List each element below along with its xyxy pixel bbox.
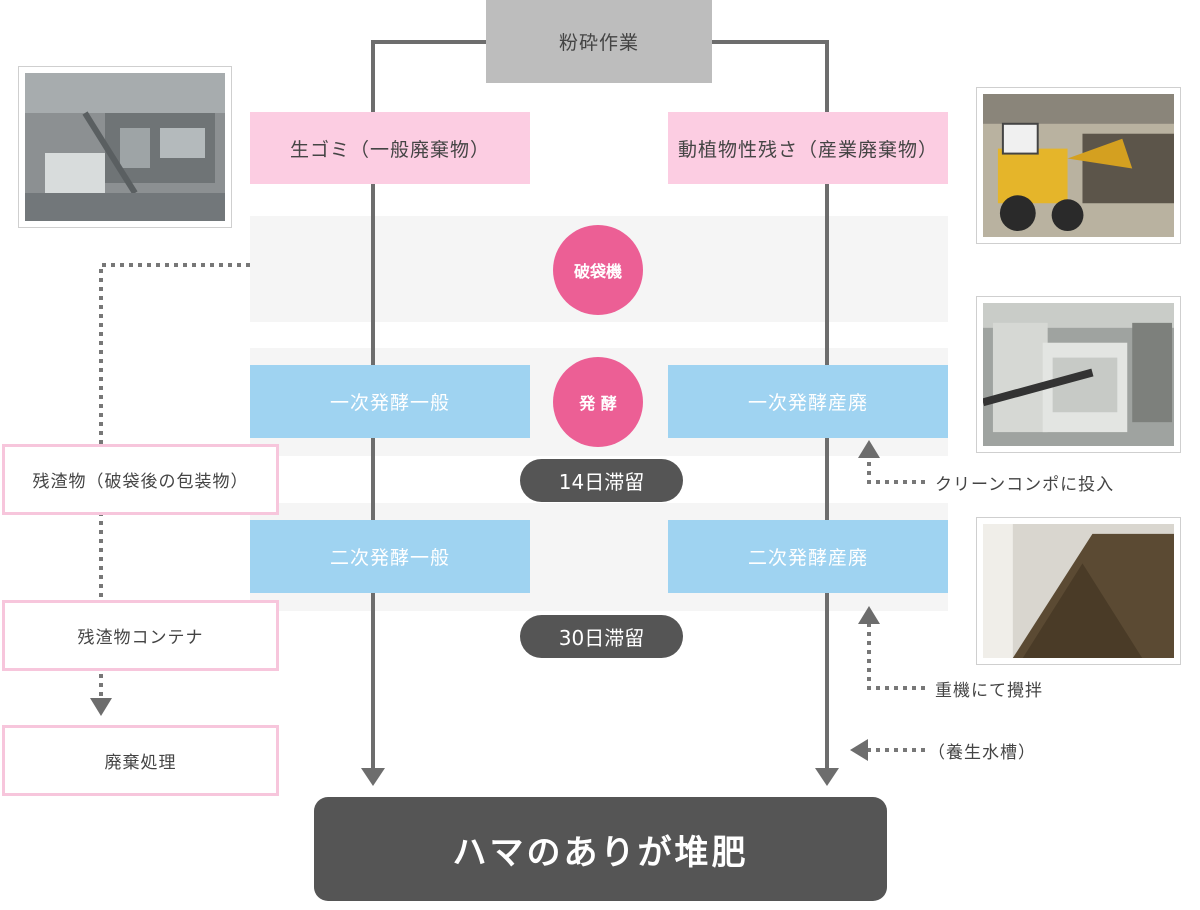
clean-compo-dotted-line [867, 456, 925, 484]
stay-30-days-pill: 30日滞留 [520, 615, 683, 658]
final-compost-box: ハマのありが堆肥 [314, 797, 887, 901]
source-industrial-waste-box: 動植物性残さ（産業廃棄物） [668, 112, 948, 184]
heavy-machine-arrow [858, 606, 880, 624]
curing-tank-arrow [850, 739, 868, 761]
clean-compo-note: クリーンコンポに投入 [935, 475, 1115, 495]
clean-compo-arrow [858, 440, 880, 458]
bag-breaker-circle: 破袋機 [553, 225, 643, 315]
heavy-machine-dotted-line [867, 622, 925, 690]
fermentation-circle: 発 酵 [553, 357, 643, 447]
curing-tank-note: （養生水槽） [928, 743, 1036, 763]
wheel-loader-photo [976, 87, 1181, 244]
secondary-industrial-box: 二次発酵産廃 [668, 520, 948, 593]
secondary-general-box: 二次発酵一般 [250, 520, 530, 593]
fermentation-silo-photo [976, 296, 1181, 453]
left-main-arrow [361, 768, 385, 786]
stay-14-days-pill: 14日滞留 [520, 459, 683, 502]
source-general-waste-box: 生ゴミ（一般廃棄物） [250, 112, 530, 184]
right-main-arrow [815, 768, 839, 786]
compost-pile-photo [976, 517, 1181, 665]
heavy-machine-note: 重機にて攪拌 [935, 681, 1043, 701]
residue-box: 残渣物（破袋後の包装物） [2, 444, 279, 515]
residue-arrow [90, 698, 112, 716]
residue-container-box: 残渣物コンテナ [2, 600, 279, 671]
primary-industrial-box: 一次発酵産廃 [668, 365, 948, 438]
processing-machine-photo [18, 66, 232, 228]
grinding-step-box: 粉砕作業 [486, 0, 712, 83]
disposal-box: 廃棄処理 [2, 725, 279, 796]
primary-general-box: 一次発酵一般 [250, 365, 530, 438]
